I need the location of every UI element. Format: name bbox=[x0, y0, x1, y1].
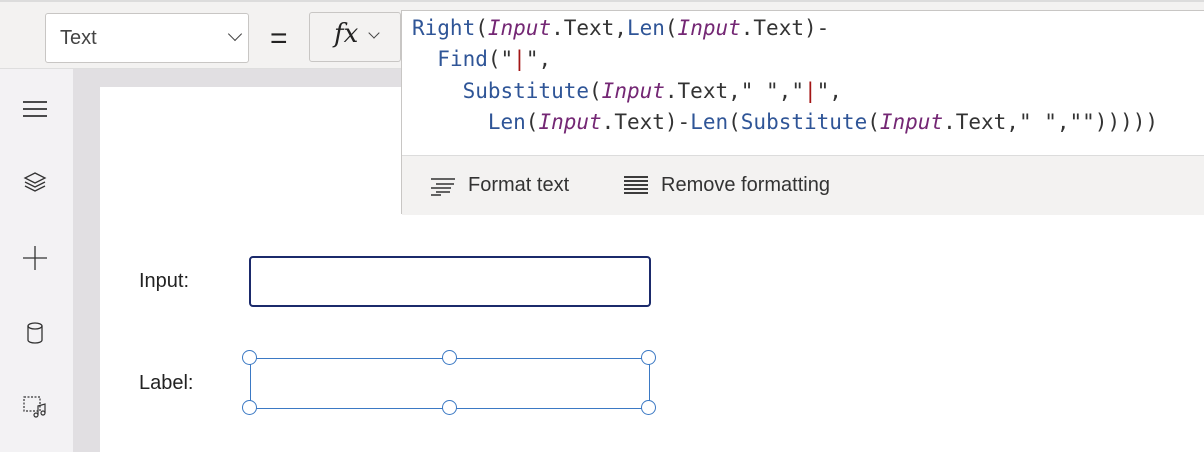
canvas-gutter bbox=[73, 69, 100, 452]
resize-handle[interactable] bbox=[442, 350, 457, 365]
input-caption: Input: bbox=[139, 270, 190, 292]
fx-icon: fx bbox=[334, 19, 359, 49]
formula-token: Len bbox=[487, 109, 526, 134]
formula-token bbox=[412, 79, 463, 103]
formula-token: ( bbox=[475, 16, 488, 40]
property-dropdown[interactable]: Text bbox=[45, 13, 249, 63]
fx-button[interactable]: fx bbox=[309, 12, 401, 62]
property-value: Text bbox=[60, 27, 97, 49]
left-sidebar bbox=[0, 69, 73, 452]
formula-line: Right(Input.Text,Len(Input.Text)- bbox=[412, 13, 1158, 44]
menu-icon[interactable] bbox=[20, 94, 50, 124]
formula-token: Len bbox=[690, 109, 729, 134]
formula-token: ", bbox=[525, 47, 552, 72]
formula-token: Substitute bbox=[462, 78, 590, 103]
formula-editor[interactable]: Right(Input.Text,Len(Input.Text)- Find("… bbox=[401, 10, 1204, 215]
formula-token: ( bbox=[664, 16, 678, 40]
plus-icon[interactable] bbox=[20, 243, 50, 273]
formula-token: ", bbox=[816, 78, 842, 103]
formula-token bbox=[412, 110, 488, 134]
resize-handle[interactable] bbox=[442, 400, 457, 415]
formula-token: ( bbox=[728, 109, 741, 134]
formula-token: Input bbox=[538, 109, 602, 134]
resize-handle[interactable] bbox=[641, 400, 656, 415]
formula-token: Input bbox=[677, 16, 741, 40]
formula-token: | bbox=[513, 47, 526, 72]
formula-token: .Text)- bbox=[601, 109, 691, 134]
chevron-down-icon bbox=[368, 27, 380, 39]
canvas-gutter-top bbox=[100, 69, 401, 87]
formula-line: Find("|", bbox=[412, 44, 1158, 75]
formula-token: ( bbox=[589, 78, 602, 103]
equals-sign: = bbox=[270, 22, 288, 55]
format-text-icon bbox=[431, 177, 455, 196]
resize-handle[interactable] bbox=[641, 350, 656, 365]
formula-token: .Text)- bbox=[740, 16, 830, 40]
formula-token: Input bbox=[879, 109, 944, 134]
formula-token: Input bbox=[487, 16, 552, 40]
text-input[interactable] bbox=[249, 256, 651, 307]
formula-token: ( bbox=[867, 109, 880, 134]
formula-token: .Text, bbox=[551, 16, 627, 40]
formula-token: Right bbox=[412, 16, 476, 40]
remove-formatting-icon bbox=[624, 175, 648, 194]
remove-formatting-button[interactable]: Remove formatting bbox=[623, 174, 830, 197]
format-text-button[interactable]: Format text bbox=[430, 174, 569, 197]
formula-token: (" bbox=[487, 47, 514, 72]
formula-token: Find bbox=[437, 47, 488, 72]
formula-token: .Text," "," bbox=[664, 78, 804, 103]
label-caption: Label: bbox=[139, 372, 194, 394]
formula-token: Len bbox=[626, 16, 665, 40]
chevron-down-icon bbox=[227, 26, 243, 42]
formula-token: .Text," ",""))))) bbox=[943, 109, 1159, 134]
formula-token: Input bbox=[601, 78, 665, 103]
formula-line: Substitute(Input.Text," ","|", bbox=[412, 76, 1158, 107]
formula-line: Len(Input.Text)-Len(Substitute(Input.Tex… bbox=[412, 107, 1158, 138]
formula-token bbox=[412, 47, 437, 71]
formula-token: Substitute bbox=[740, 109, 868, 134]
format-text-label: Format text bbox=[468, 174, 570, 196]
layers-icon[interactable] bbox=[20, 167, 50, 197]
formula-editor-toolbar: Format text Remove formatting bbox=[402, 155, 1204, 215]
resize-handle[interactable] bbox=[242, 350, 257, 365]
remove-formatting-label: Remove formatting bbox=[661, 174, 830, 196]
formula-code[interactable]: Right(Input.Text,Len(Input.Text)- Find("… bbox=[412, 13, 1158, 138]
database-icon[interactable] bbox=[20, 318, 50, 348]
formula-token: ( bbox=[525, 109, 539, 134]
media-icon[interactable] bbox=[20, 392, 50, 422]
resize-handle[interactable] bbox=[242, 400, 257, 415]
formula-token: | bbox=[803, 78, 817, 103]
